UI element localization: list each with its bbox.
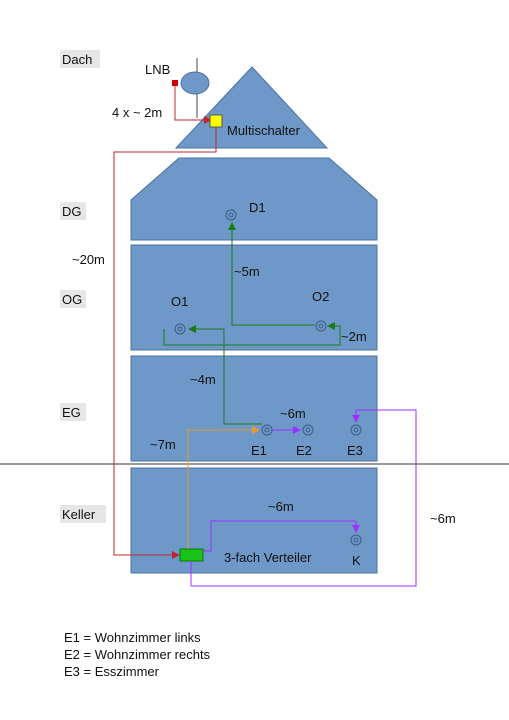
floor-label-eg: EG <box>62 405 81 420</box>
cable-label-multischalter-verteiler: ~20m <box>72 252 105 267</box>
outlet-e3-icon <box>350 424 362 436</box>
multischalter-icon <box>209 114 223 128</box>
outlet-e2-icon <box>302 424 314 436</box>
legend-item-e3: E3 = Esszimmer <box>64 664 159 679</box>
floor-label-bg-eg <box>60 403 86 421</box>
floor-label-bg-dach <box>60 50 100 68</box>
outlet-o1-label: O1 <box>171 294 188 309</box>
legend-item-e1: E1 = Wohnzimmer links <box>64 630 201 645</box>
legend: E1 = Wohnzimmer links E2 = Wohnzimmer re… <box>64 629 210 680</box>
cable-label-verteiler-e1: ~7m <box>150 437 176 452</box>
cable-verteiler-e3 <box>190 409 417 587</box>
og-floor-shape <box>130 244 378 351</box>
lnb-dish-icon <box>180 71 210 95</box>
cable-label-o2-d1: ~5m <box>234 264 260 279</box>
floor-label-dach: Dach <box>62 52 92 67</box>
outlet-d1-icon <box>225 209 237 221</box>
dg-floor-shape <box>130 157 378 241</box>
cable-multischalter-verteiler <box>113 127 217 559</box>
outlet-e3-label: E3 <box>347 443 363 458</box>
legend-item-e2: E2 = Wohnzimmer rechts <box>64 647 211 662</box>
floor-label-og: OG <box>62 292 82 307</box>
floor-label-dg: DG <box>62 204 82 219</box>
roof-shape <box>174 66 329 149</box>
cable-o2-feed <box>163 322 341 346</box>
cable-o2-d1 <box>228 222 315 326</box>
cable-verteiler-e1 <box>187 426 260 549</box>
cable-label-e1-e2: ~6m <box>280 406 306 421</box>
outlet-k-icon <box>350 534 362 546</box>
cable-label-eg-o1: ~4m <box>190 372 216 387</box>
floor-label-bg-dg <box>60 202 86 220</box>
lnb-label: LNB <box>145 62 170 77</box>
cable-label-verteiler-k: ~6m <box>268 499 294 514</box>
lnb-icon <box>172 80 178 86</box>
multischalter-label: Multischalter <box>227 123 301 138</box>
cable-label-lnb-multischalter: 4 x ~ 2m <box>112 105 162 120</box>
outlet-e2-label: E2 <box>296 443 312 458</box>
eg-floor-shape <box>130 355 378 462</box>
outlet-o1-icon <box>174 323 186 335</box>
cable-lnb-multischalter <box>174 86 212 124</box>
outlet-o2-label: O2 <box>312 289 329 304</box>
cable-label-o2-feed: ~2m <box>341 329 367 344</box>
floor-label-bg-og <box>60 290 86 308</box>
outlet-o2-icon <box>315 320 327 332</box>
outlet-d1-label: D1 <box>249 200 266 215</box>
floor-label-keller: Keller <box>62 507 96 522</box>
outlet-e1-label: E1 <box>251 443 267 458</box>
floor-label-bg-keller <box>60 505 106 523</box>
verteiler-label: 3-fach Verteiler <box>224 550 312 565</box>
cable-label-verteiler-e3: ~6m <box>430 511 456 526</box>
outlet-k-label: K <box>352 553 361 568</box>
cable-verteiler-k <box>203 520 360 552</box>
outlet-e1-icon <box>261 424 273 436</box>
verteiler-icon <box>179 548 204 562</box>
cable-eg-o1 <box>188 325 262 425</box>
